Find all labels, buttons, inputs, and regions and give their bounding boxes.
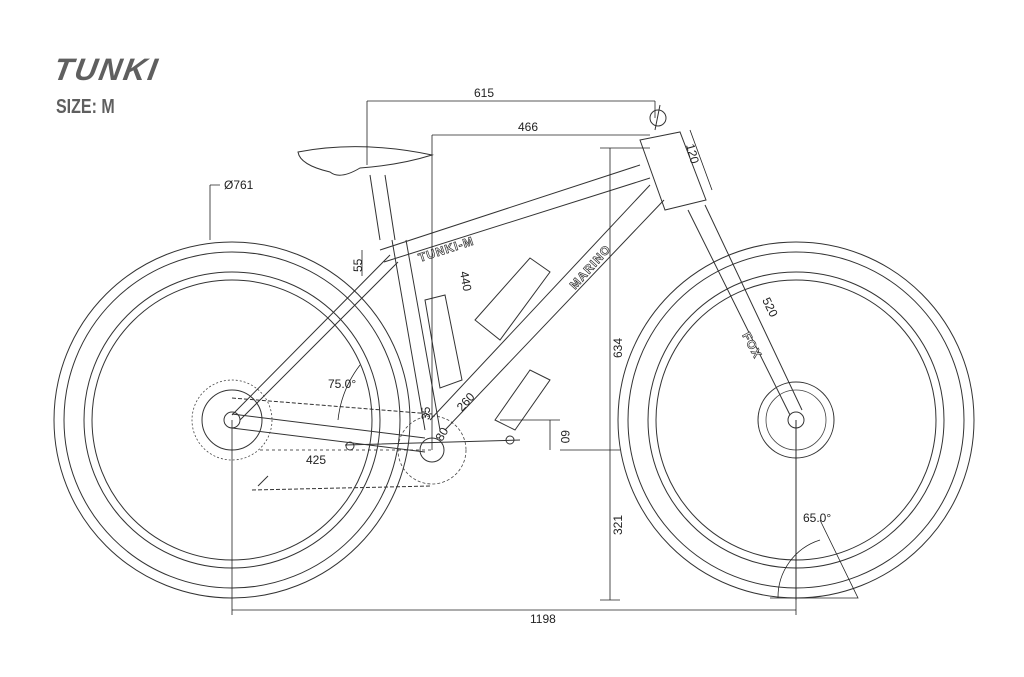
dim-520: 520 — [759, 295, 781, 319]
dim-260: 260 — [454, 390, 478, 414]
dim-1198: 1198 — [530, 612, 556, 626]
top-tube-label: TUNKI-M — [417, 234, 476, 265]
dim-425: 425 — [306, 453, 326, 467]
dim-seat-angle: 75.0° — [328, 377, 356, 391]
frame — [231, 104, 803, 453]
dim-466: 466 — [518, 120, 538, 134]
dim-60: 60 — [558, 430, 572, 444]
dim-80: 80 — [432, 425, 451, 444]
fork-label: FOX — [739, 330, 764, 361]
dim-321: 321 — [611, 515, 625, 535]
dimension-lines — [209, 100, 859, 615]
dim-615: 615 — [474, 86, 494, 100]
dim-634: 634 — [611, 338, 625, 358]
dim-55: 55 — [351, 258, 365, 272]
dim-wheel-diameter: Ø761 — [224, 178, 254, 192]
size-label: SIZE: M — [56, 96, 115, 118]
dim-head-angle: 65.0° — [803, 511, 831, 525]
dim-120: 120 — [683, 142, 702, 165]
drivetrain — [231, 397, 521, 491]
dim-440: 440 — [457, 270, 474, 292]
dim-35: 35 — [419, 406, 433, 420]
